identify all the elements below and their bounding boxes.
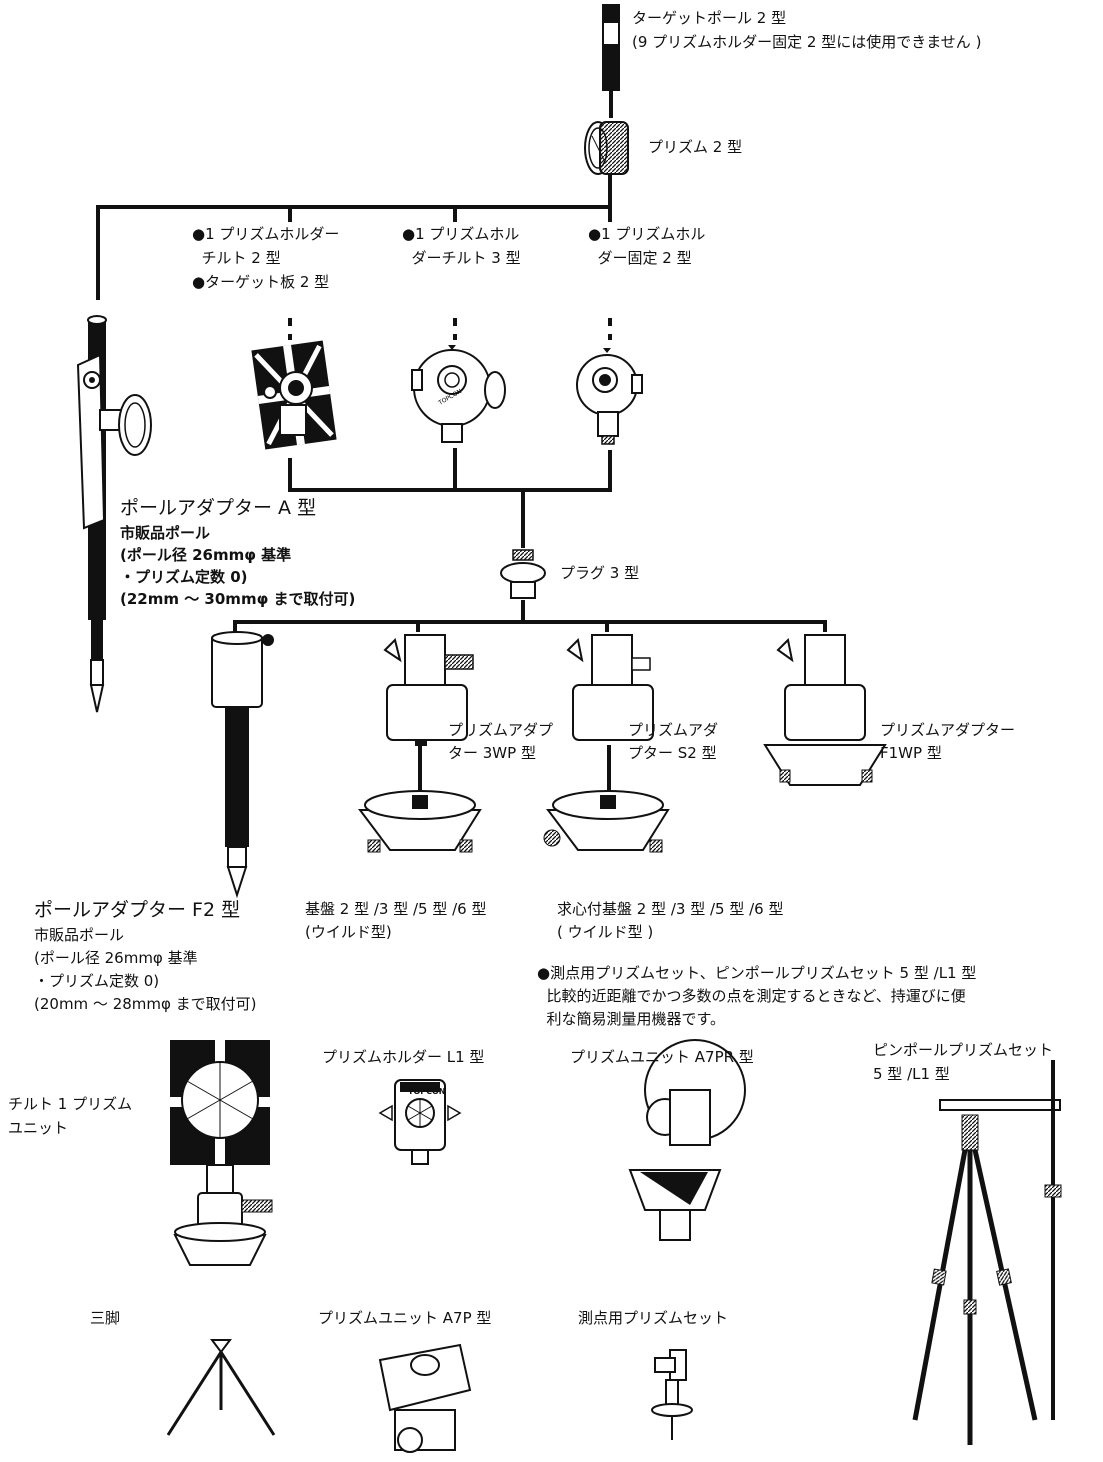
plug3-label: プラグ 3 型 <box>560 564 640 582</box>
note-line-1: ●測点用プリズムセット、ピンポールプリズムセット 5 型 /L1 型 <box>537 964 977 982</box>
holder-tilt2-label-2: チルト 2 型 <box>192 249 281 267</box>
adapter-s2-label-2: プター S2 型 <box>628 744 717 762</box>
holder-tilt3-label-2: ダーチルト 3 型 <box>402 249 521 267</box>
tripod-icon <box>166 1339 276 1436</box>
tribrach-optical-icon <box>543 790 670 853</box>
adapter-s2-label-1: プリズムアダ <box>628 721 719 739</box>
holder-fixed2-label-1: ●1 プリズムホル <box>588 225 706 243</box>
holder-l1-icon <box>378 1079 462 1165</box>
pole-adapter-f2-line-4: (20mm ～ 28mmφ まで取付可) <box>34 995 257 1013</box>
holder-tilt2-label-1: ●1 プリズムホルダー <box>192 225 340 243</box>
prism2-icon <box>584 121 629 175</box>
adapter-3wp-label-1: プリズムアダプ <box>448 721 554 739</box>
pole-adapter-f2-line-2: (ポール径 26mmφ 基準 <box>34 949 198 967</box>
pole-adapter-f2-icon <box>211 631 274 899</box>
pole-adapter-a-title: ポールアダプター A 型 <box>120 497 317 519</box>
prism2-label: プリズム 2 型 <box>648 138 743 156</box>
pole-adapter-f2-line-1: 市販品ポール <box>34 926 125 944</box>
adapter-f1wp-icon <box>763 634 887 786</box>
target-pole-label-2: (9 プリズムホルダー固定 2 型には使用できません ) <box>632 33 982 51</box>
adapter-f1wp-label-2: F1WP 型 <box>880 744 942 762</box>
tilt1-unit-icon <box>170 1040 273 1266</box>
holder-fixed2-label-2: ダー固定 2 型 <box>588 249 692 267</box>
pole-adapter-a-icon <box>76 315 152 713</box>
pole-adapter-a-line-2: (ポール径 26mmφ 基準 <box>120 546 292 564</box>
tribrach-icon <box>358 790 482 853</box>
pole-adapter-f2-title: ポールアダプター F2 型 <box>34 899 241 921</box>
adapter-3wp-icon <box>383 634 474 746</box>
target-plate-icon <box>251 340 337 450</box>
adapter-3wp-label-2: ター 3WP 型 <box>448 744 536 762</box>
target-pole-label-1: ターゲットポール 2 型 <box>632 9 787 27</box>
survey-prism-set-icon <box>651 1349 693 1440</box>
pole-adapter-a-line-1: 市販品ポール <box>120 524 211 542</box>
pole-adapter-a-line-3: ・プリズム定数 0) <box>120 568 248 586</box>
unit-a7p-icon <box>378 1343 472 1453</box>
pole-adapter-a-line-4: (22mm ～ 30mmφ まで取付可) <box>120 590 356 608</box>
pole-adapter-f2-line-3: ・プリズム定数 0) <box>34 972 160 990</box>
tripod-label: 三脚 <box>90 1309 121 1327</box>
tribrach-label-2: (ウイルド型) <box>305 923 392 941</box>
adapter-s2-icon <box>566 634 654 741</box>
holder-tilt3-label-1: ●1 プリズムホル <box>402 225 520 243</box>
note-line-2: 比較的近距離でかつ多数の点を測定するときなど、持運びに便 <box>537 987 966 1005</box>
tribrach-label-1: 基盤 2 型 /3 型 /5 型 /6 型 <box>305 900 487 918</box>
unit-a7pr-label: プリズムユニット A7PR 型 <box>570 1048 754 1066</box>
target-pole-icon <box>602 4 620 118</box>
pinpole-set-label-1: ピンポールプリズムセット <box>873 1041 1054 1059</box>
connector-lines <box>96 170 827 790</box>
tilt1-unit-label-1: チルト 1 プリズム <box>8 1095 133 1113</box>
survey-prism-set-label: 測点用プリズムセット <box>578 1309 729 1327</box>
holder-fixed2-icon <box>576 348 643 445</box>
tribrach-optical-label-2: ( ウイルド型 ) <box>557 923 654 941</box>
pinpole-set-icon <box>912 1060 1062 1445</box>
unit-a7p-label: プリズムユニット A7P 型 <box>318 1309 492 1327</box>
holder-l1-brand: TOPCON <box>408 1087 446 1096</box>
adapter-f1wp-label-1: プリズムアダプター <box>880 721 1016 739</box>
unit-a7pr-icon <box>628 1039 746 1241</box>
tribrach-optical-label-1: 求心付基盤 2 型 /3 型 /5 型 /6 型 <box>557 900 784 918</box>
tilt1-unit-label-2: ユニット <box>8 1119 69 1137</box>
plug3-icon <box>500 549 546 599</box>
holder-tilt3-icon: TOPCON <box>411 345 506 443</box>
target-plate-label: ●ターゲット板 2 型 <box>192 273 330 291</box>
note-line-3: 利な簡易測量用機器です。 <box>537 1010 726 1028</box>
holder-l1-label: プリズムホルダー L1 型 <box>322 1048 485 1066</box>
pinpole-set-label-2: 5 型 /L1 型 <box>873 1065 950 1083</box>
